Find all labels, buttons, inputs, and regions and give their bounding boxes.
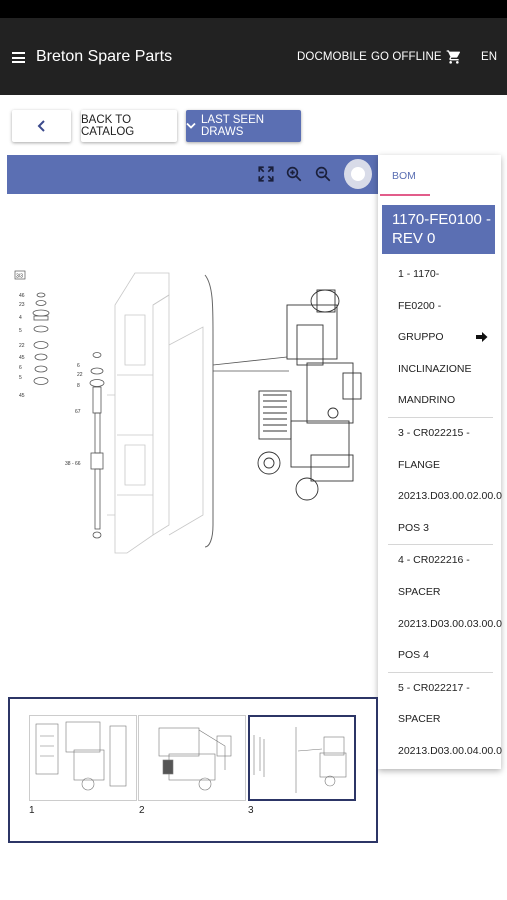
go-offline-link[interactable]: GO OFFLINE	[371, 51, 442, 63]
callout: 45	[19, 355, 25, 361]
left-parts-column: 3/3 46 23 4 5 22 45 6 5 45	[14, 270, 50, 399]
bom-panel: BOM 1170-FE0100 - REV 0 1 - 1170- FE0200…	[378, 155, 502, 769]
app-bar: Breton Spare Parts DOCMOBILE GO OFFLINE …	[0, 18, 507, 95]
bom-line: 3 - CR022215 -	[398, 426, 470, 439]
drawing-toolbar	[7, 155, 378, 194]
bom-line: SPACER	[398, 585, 441, 598]
bom-line: FE0200 -	[398, 299, 442, 312]
bom-item[interactable]: 5 - CR022217 - SPACER 20213.D03.00.04.00…	[388, 673, 502, 768]
zoom-in-icon[interactable]	[285, 165, 303, 183]
bom-line: 20213.D03.00.04.00.0	[398, 744, 502, 757]
tab-bom[interactable]: BOM	[392, 170, 416, 182]
thumbnail-drawing	[253, 727, 347, 793]
thumbnail-drawing	[158, 727, 232, 791]
docmobile-link[interactable]: DOCMOBILE	[297, 51, 367, 63]
callout: 23	[19, 302, 25, 308]
callout: 8	[77, 383, 80, 389]
callout: 38 - 66	[65, 461, 81, 467]
circle-toggle-icon[interactable]	[344, 159, 372, 189]
cart-icon[interactable]	[446, 49, 462, 65]
language-selector[interactable]: EN	[481, 51, 498, 63]
bom-line: FLANGE	[398, 458, 441, 471]
bom-item[interactable]: 1 - 1170- FE0200 - GRUPPO INCLINAZIONE M…	[388, 259, 493, 418]
callout: 6	[19, 365, 22, 371]
bom-line: 4 - CR022216 -	[398, 554, 470, 567]
zoom-out-icon[interactable]	[314, 165, 332, 183]
callout: 67	[75, 409, 81, 415]
last-seen-draws-button[interactable]: LAST SEEN DRAWS	[186, 110, 301, 142]
fullscreen-icon[interactable]	[257, 165, 275, 183]
callout: 22	[19, 343, 25, 349]
spindle-assembly: 6 22 8 67 38 - 66	[65, 352, 105, 539]
callout: 5	[19, 328, 22, 334]
machine-head	[257, 289, 362, 501]
last-seen-draws-label: LAST SEEN DRAWS	[201, 114, 265, 138]
technical-drawing[interactable]: 3/3 46 23 4 5 22 45 6 5 45 6	[7, 195, 378, 685]
callout: 6	[77, 363, 80, 369]
thumbnail-2[interactable]	[138, 715, 246, 801]
bom-line: POS 4	[398, 649, 429, 662]
bom-line: 1 - 1170-	[398, 268, 440, 280]
bom-item[interactable]: 4 - CR022216 - SPACER 20213.D03.00.03.00…	[388, 545, 502, 673]
bom-title: 1170-FE0100 - REV 0	[382, 205, 495, 254]
chevron-down-icon	[186, 122, 196, 129]
callout: 22	[77, 372, 83, 378]
bom-line: POS 3	[398, 521, 429, 534]
status-bar	[0, 0, 507, 18]
menu-icon[interactable]	[12, 52, 25, 63]
sheet-label: 3/3	[16, 274, 23, 280]
chevron-left-icon	[37, 120, 45, 132]
callout: 46	[19, 293, 25, 299]
tab-indicator	[380, 194, 430, 196]
thumbnail-number: 3	[248, 805, 254, 816]
bom-line: MANDRINO	[398, 394, 456, 407]
bom-line: INCLINAZIONE	[398, 362, 472, 375]
callout: 45	[19, 393, 25, 399]
bom-list: 1 - 1170- FE0200 - GRUPPO INCLINAZIONE M…	[378, 259, 502, 768]
thumbnail-3[interactable]	[248, 715, 356, 801]
thumbnail-strip: 1 2 3	[8, 697, 378, 843]
arrow-right-icon[interactable]	[476, 331, 488, 343]
app-title: Breton Spare Parts	[36, 48, 173, 65]
bom-line: 5 - CR022217 -	[398, 681, 470, 694]
bom-line: GRUPPO	[398, 331, 444, 344]
thumbnail-number: 2	[139, 805, 145, 816]
back-to-catalog-button[interactable]: BACK TO CATALOG	[81, 110, 177, 142]
bom-line: 20213.D03.00.03.00.0	[398, 617, 502, 630]
thumbnail-number: 1	[29, 805, 35, 816]
bom-item[interactable]: 3 - CR022215 - FLANGE 20213.D03.00.02.00…	[388, 418, 502, 546]
thumbnail-drawing	[35, 721, 127, 791]
back-button[interactable]	[12, 110, 71, 142]
callout: 5	[19, 375, 22, 381]
callout: 4	[19, 315, 22, 321]
bom-line: SPACER	[398, 713, 441, 726]
thumbnail-1[interactable]	[29, 715, 137, 801]
bom-line: 20213.D03.00.02.00.0	[398, 490, 502, 503]
